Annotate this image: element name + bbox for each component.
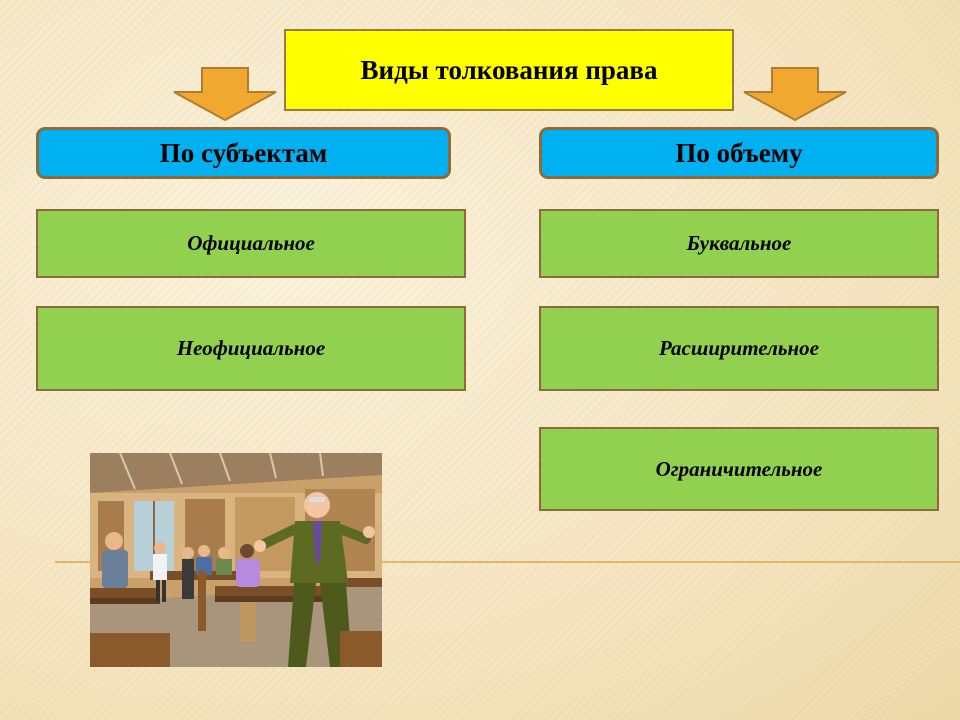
- category-by-scope-label: По объему: [675, 137, 803, 168]
- item-official-label: Официальное: [187, 231, 315, 255]
- item-extensive: Расширительное: [539, 306, 939, 391]
- category-by-subjects-label: По субъектам: [159, 137, 328, 168]
- category-by-subjects: По субъектам: [36, 127, 451, 179]
- item-literal-label: Буквальное: [686, 231, 792, 255]
- diagram-title-text: Виды толкования права: [360, 54, 658, 85]
- item-restrictive: Ограничительное: [539, 427, 939, 511]
- item-unofficial-label: Неофициальное: [176, 336, 326, 360]
- left-down-arrow-icon: [173, 67, 277, 122]
- item-restrictive-label: Ограничительное: [655, 456, 823, 481]
- item-extensive-label: Расширительное: [659, 336, 819, 360]
- diagram-title: Виды толкования права: [284, 29, 734, 111]
- right-down-arrow-icon: [743, 67, 847, 122]
- decorative-divider-line: [55, 561, 960, 563]
- item-literal: Буквальное: [539, 209, 939, 278]
- courtroom-clipart: [90, 453, 382, 667]
- category-by-scope: По объему: [539, 127, 939, 179]
- item-official: Официальное: [36, 209, 466, 278]
- item-unofficial: Неофициальное: [36, 306, 466, 391]
